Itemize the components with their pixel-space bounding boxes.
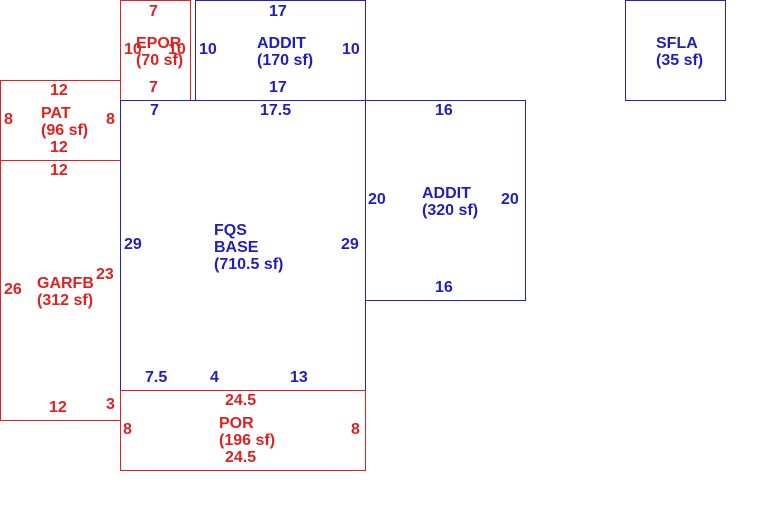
addit-right-bottom-dim: 16 <box>435 279 453 296</box>
garfb-name: GARFB <box>37 275 94 292</box>
garfb-area: (312 sf) <box>37 292 94 309</box>
addit-top-area: (170 sf) <box>257 52 314 69</box>
por-name: POR <box>219 415 254 432</box>
por-outline <box>120 390 366 471</box>
addit-right-right-dim: 20 <box>501 191 519 208</box>
pat-bottom-dim: 12 <box>50 139 68 156</box>
base-right-dim: 29 <box>341 236 359 253</box>
addit-top-name: ADDIT <box>257 35 306 52</box>
pat-name: PAT <box>41 105 71 122</box>
epor-name: EPOR <box>136 35 182 52</box>
base-name-2: BASE <box>214 239 259 256</box>
base-bottom-dim-c: 13 <box>290 369 308 386</box>
base-top-left-dim: 7 <box>150 102 159 119</box>
sfla-name: SFLA <box>656 35 698 52</box>
pat-right-dim: 8 <box>106 111 115 128</box>
garfb-bottom-dim: 12 <box>49 399 67 416</box>
epor-bottom-dim: 7 <box>149 79 158 96</box>
addit-top-bottom-dim: 17 <box>269 79 287 96</box>
addit-right-top-dim: 16 <box>435 102 453 119</box>
addit-right-left-dim: 20 <box>368 191 386 208</box>
addit-right-outline <box>365 100 526 301</box>
pat-area: (96 sf) <box>41 122 89 139</box>
por-top-dim: 24.5 <box>225 392 257 409</box>
addit-top-top-dim: 17 <box>269 3 287 20</box>
epor-area: (70 sf) <box>136 52 184 69</box>
base-left-dim: 29 <box>124 236 142 253</box>
addit-top-right-dim: 10 <box>342 41 360 58</box>
addit-right-area: (320 sf) <box>422 202 479 219</box>
addit-top-left-dim: 10 <box>199 41 217 58</box>
sfla-outline <box>625 0 726 101</box>
base-name-1: FQS <box>214 222 247 239</box>
garfb-top-dim: 12 <box>50 162 68 179</box>
epor-right-dim: 10 <box>168 41 186 58</box>
epor-top-dim: 7 <box>149 3 158 20</box>
addit-right-name: ADDIT <box>422 185 471 202</box>
pat-left-dim: 8 <box>4 111 13 128</box>
garfb-right-dim: 23 <box>96 266 114 283</box>
base-bottom-dim-a: 7.5 <box>145 369 168 386</box>
epor-left-dim: 10 <box>124 41 142 58</box>
base-top-dim: 17.5 <box>260 102 292 119</box>
por-right-dim: 8 <box>351 421 360 438</box>
base-bottom-dim-b: 4 <box>210 369 219 386</box>
pat-top-dim: 12 <box>50 82 68 99</box>
por-bottom-dim: 24.5 <box>225 449 257 466</box>
por-area: (196 sf) <box>219 432 276 449</box>
garfb-left-dim: 26 <box>4 281 22 298</box>
garfb-notch-dim: 3 <box>106 396 115 413</box>
base-area: (710.5 sf) <box>214 256 284 273</box>
sfla-area: (35 sf) <box>656 52 704 69</box>
por-left-dim: 8 <box>123 421 132 438</box>
